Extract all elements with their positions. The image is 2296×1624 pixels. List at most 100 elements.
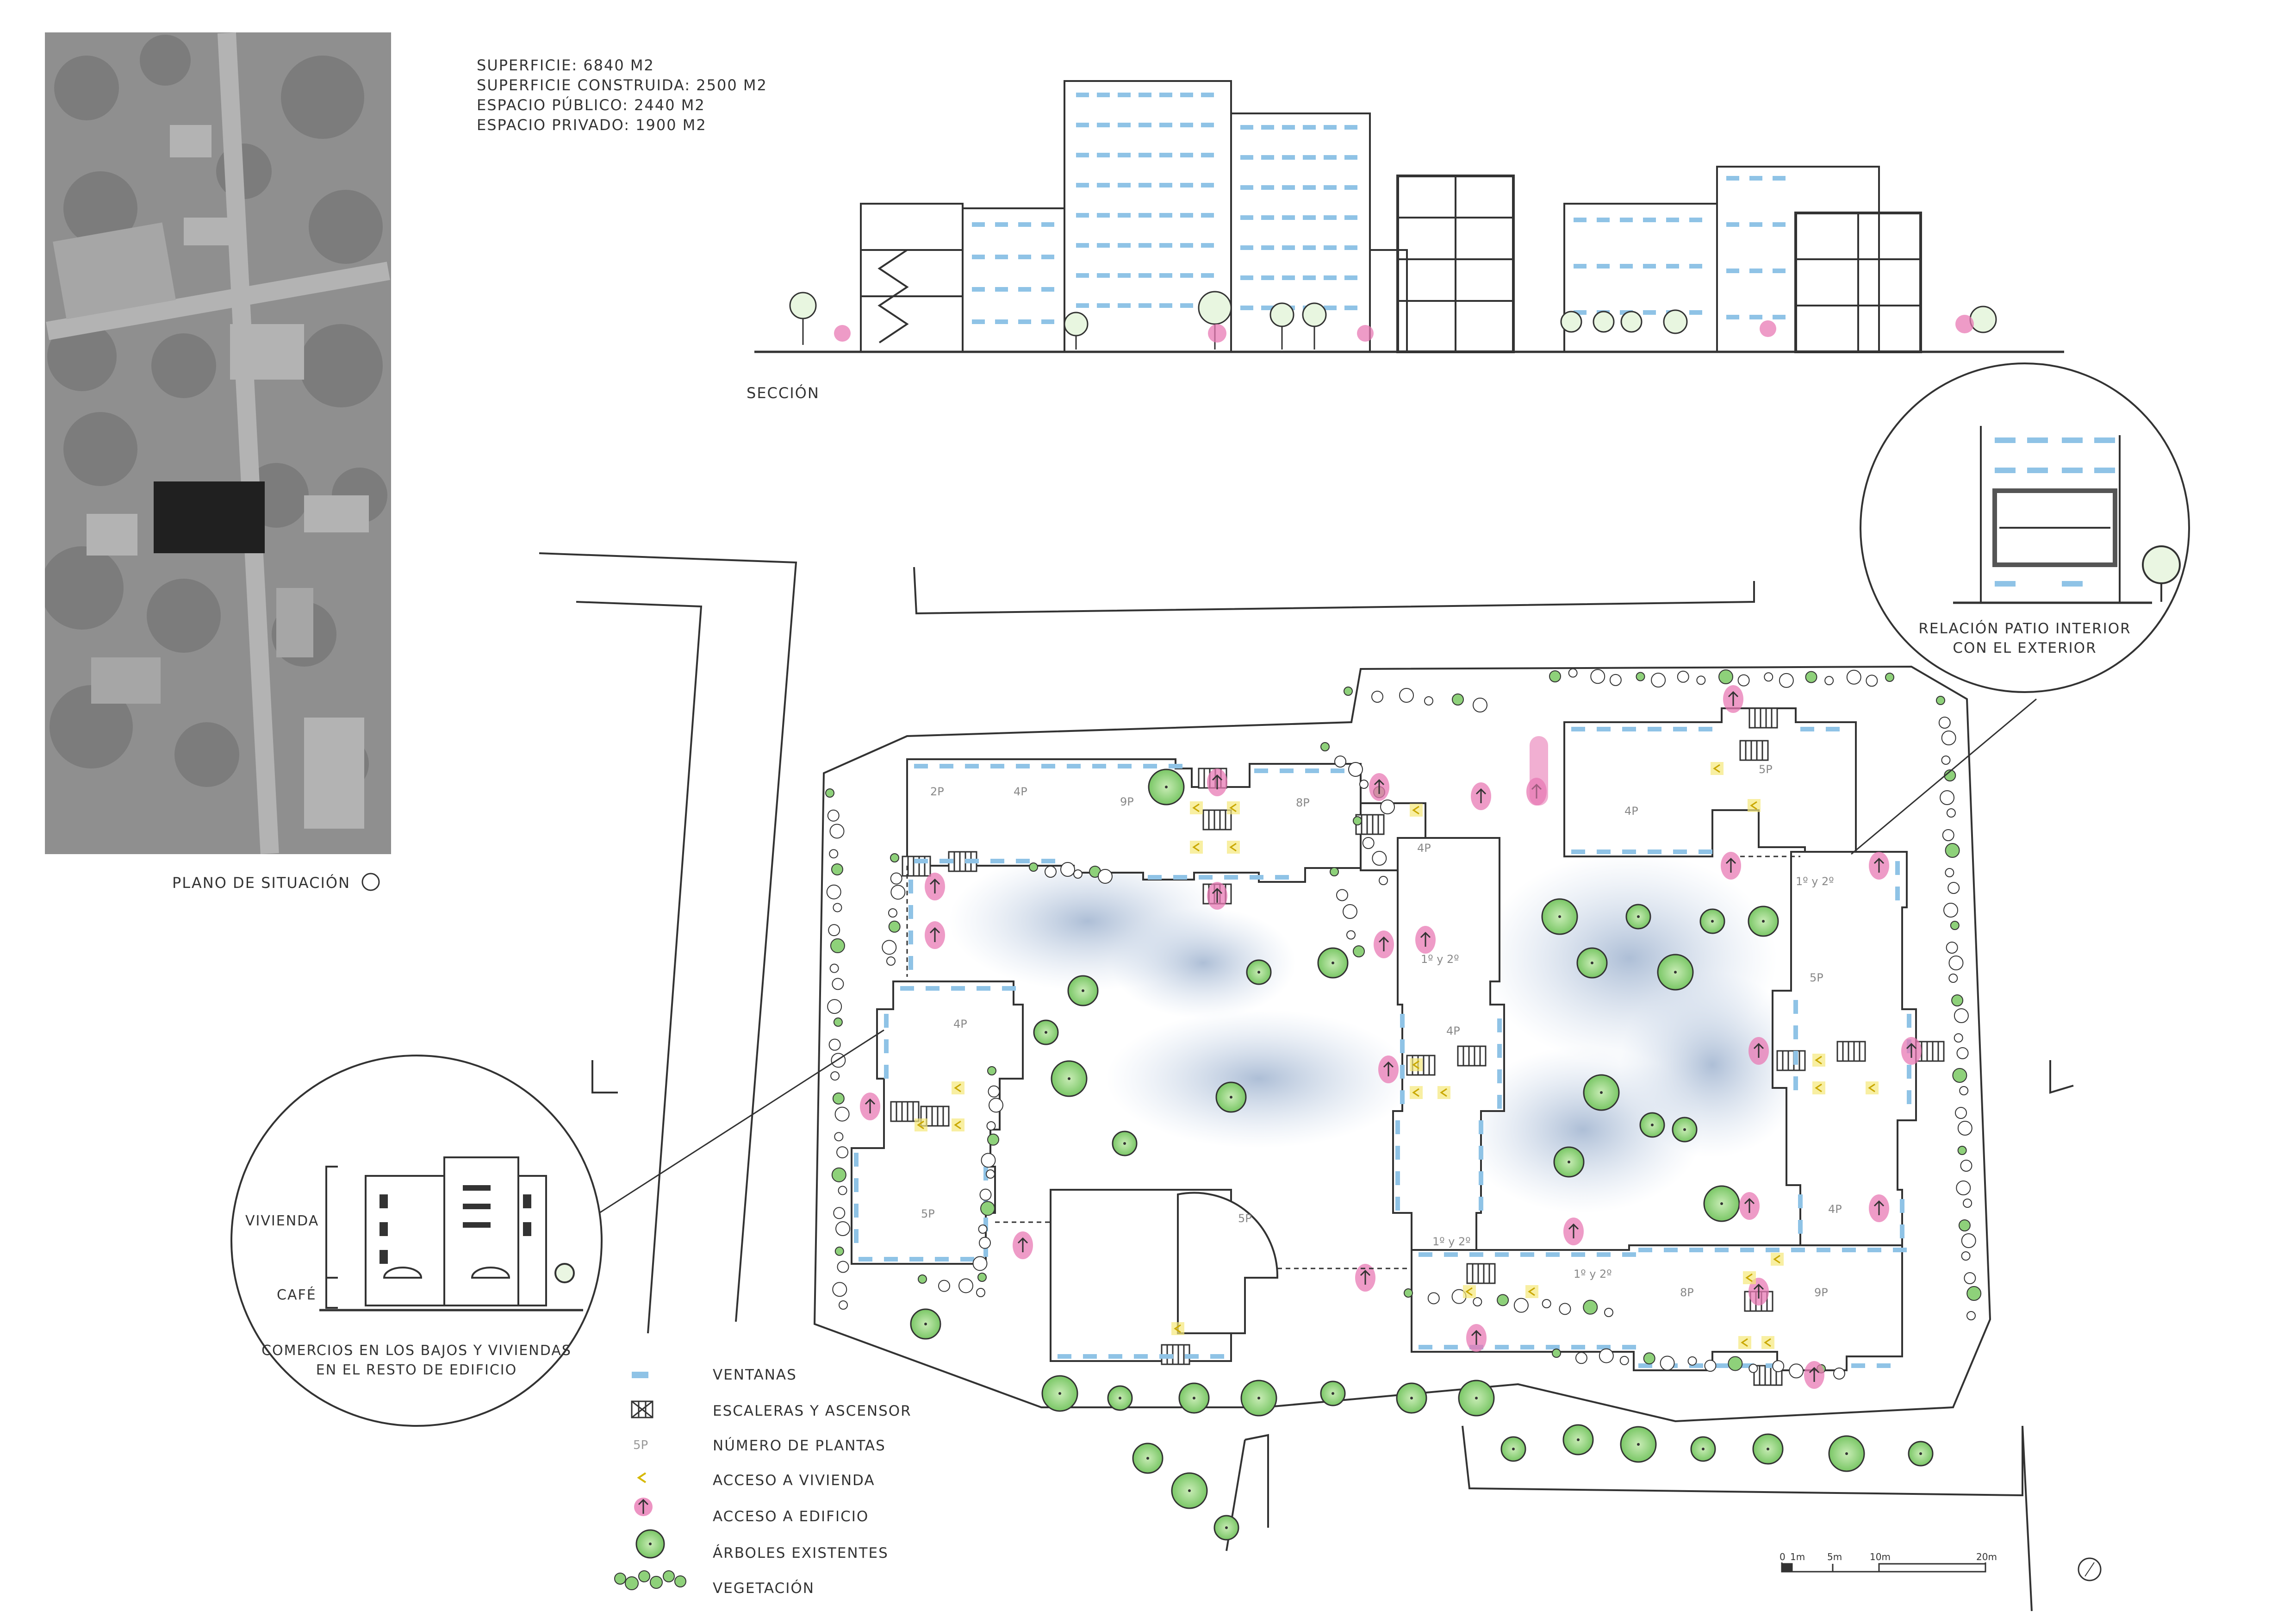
plan-window [1041,859,1055,863]
vegetation-dot [1549,670,1561,682]
vegetation-dot [977,1273,987,1282]
dwelling-access-icon [1743,1271,1756,1284]
building-access-icon [1355,1264,1375,1292]
legend-label-vegetacion: VEGETACIÓN [713,1580,815,1597]
tree-trunk [1600,1091,1603,1094]
plan-window [1571,1345,1585,1349]
stair-elevator-icon [1776,1050,1806,1071]
plan-window [884,1014,889,1028]
vegetation-dot [1452,693,1464,706]
tree-trunk [1591,962,1593,964]
plan-window [1648,849,1661,854]
dwelling-access-icon [952,1118,964,1131]
section-window [1689,264,1702,269]
section-window [1076,153,1089,157]
vegetation-dot [1941,756,1951,765]
vegetation-dot [835,1221,851,1237]
vegetation-dot [1940,790,1955,805]
plan-window [1250,875,1263,880]
plan-window [1400,1039,1405,1053]
section-window [1574,310,1587,315]
plan-window [1275,875,1289,880]
plan-window [1798,1220,1803,1234]
building-access-icon [1748,1278,1769,1305]
dwelling-access-mark [1412,806,1419,815]
floor-label: 4P [953,1018,967,1031]
floor-label: 8P [1680,1286,1694,1299]
vegetation-dot [1789,1363,1804,1379]
vegetation-dot [1958,1219,1971,1231]
plan-window [1895,861,1900,875]
section-window [1773,269,1786,273]
floor-label: 4P [1446,1024,1460,1037]
plan-window [1622,1345,1636,1349]
building-access-icon [1869,852,1889,880]
vegetation-dot [1948,974,1958,983]
vegetation-dot [831,1167,846,1182]
plan-window [1597,849,1611,854]
vegetation-dot [972,1256,988,1271]
plan-window [1169,764,1182,768]
vegetation-dot [837,1261,849,1273]
building-access-icon [1207,882,1227,910]
vegetation-dot [986,1121,996,1131]
plan-buildings [851,707,1917,1371]
building-access-icon [1369,773,1389,801]
dwelling-access-mark [954,1083,961,1093]
stair-elevator-icon [1739,740,1769,761]
plan-window [1793,1000,1798,1014]
plan-window [1469,1252,1483,1257]
vegetation-dot [1473,1297,1482,1306]
plan-window [1067,764,1081,768]
plan-window [1673,727,1687,731]
vegetation-dot [1805,671,1817,683]
vegetation-dot [1559,1303,1571,1315]
section-window [1749,222,1762,227]
tree-trunk [1762,920,1765,923]
vegetation-dot [987,1133,999,1146]
legend-label-arboles: ÁRBOLES EXISTENTES [713,1545,889,1562]
dwelling-access-icon [1812,1081,1825,1094]
vegetation-dot [1954,1033,1963,1043]
plan-window [1395,1146,1400,1160]
plan-window [1016,764,1030,768]
vegetation-dot [1945,868,1954,877]
existing-trees [910,768,1934,1541]
vegetation-dot [827,999,842,1014]
plan-window [1280,768,1294,773]
section-window [1018,255,1031,259]
situation-label: PLANO DE SITUACIÓN [172,874,351,892]
vegetation-dot [989,1098,1003,1113]
section-window [1076,213,1089,218]
section-window [1201,153,1214,157]
vegetation-dot [1942,829,1954,841]
section-window [1159,243,1172,248]
section-window [1261,215,1274,220]
commerce-caption-2: EN EL RESTO DE EDIFICIO [316,1362,517,1378]
plan-window [1495,1345,1509,1349]
section-window [1180,93,1193,97]
vegetation-dot [1824,676,1834,686]
vegetation-dot [826,884,841,899]
building-access-icon [1415,926,1436,954]
vegetation-dot [1353,816,1362,825]
floor-label: 5P [1759,763,1773,776]
section-window [1282,245,1295,250]
section-window [1076,93,1089,97]
section-window [972,255,985,259]
site-highlight [154,481,265,553]
tree-trunk [1230,1096,1232,1099]
section-window [1324,215,1337,220]
floor-label: 4P [1014,785,1027,798]
section-window [1118,153,1131,157]
section-window [1303,155,1316,160]
dwelling-access-mark [1174,1324,1181,1333]
section-window [1240,215,1253,220]
section-window [1261,155,1274,160]
scale-bar [1781,1562,1986,1573]
vegetation-dot [1948,882,1960,894]
plan-window [1495,1252,1509,1257]
stair-elevator-icon [1836,1041,1866,1062]
stair-elevator-icon [1466,1263,1496,1284]
vegetation-dot [1696,675,1706,685]
